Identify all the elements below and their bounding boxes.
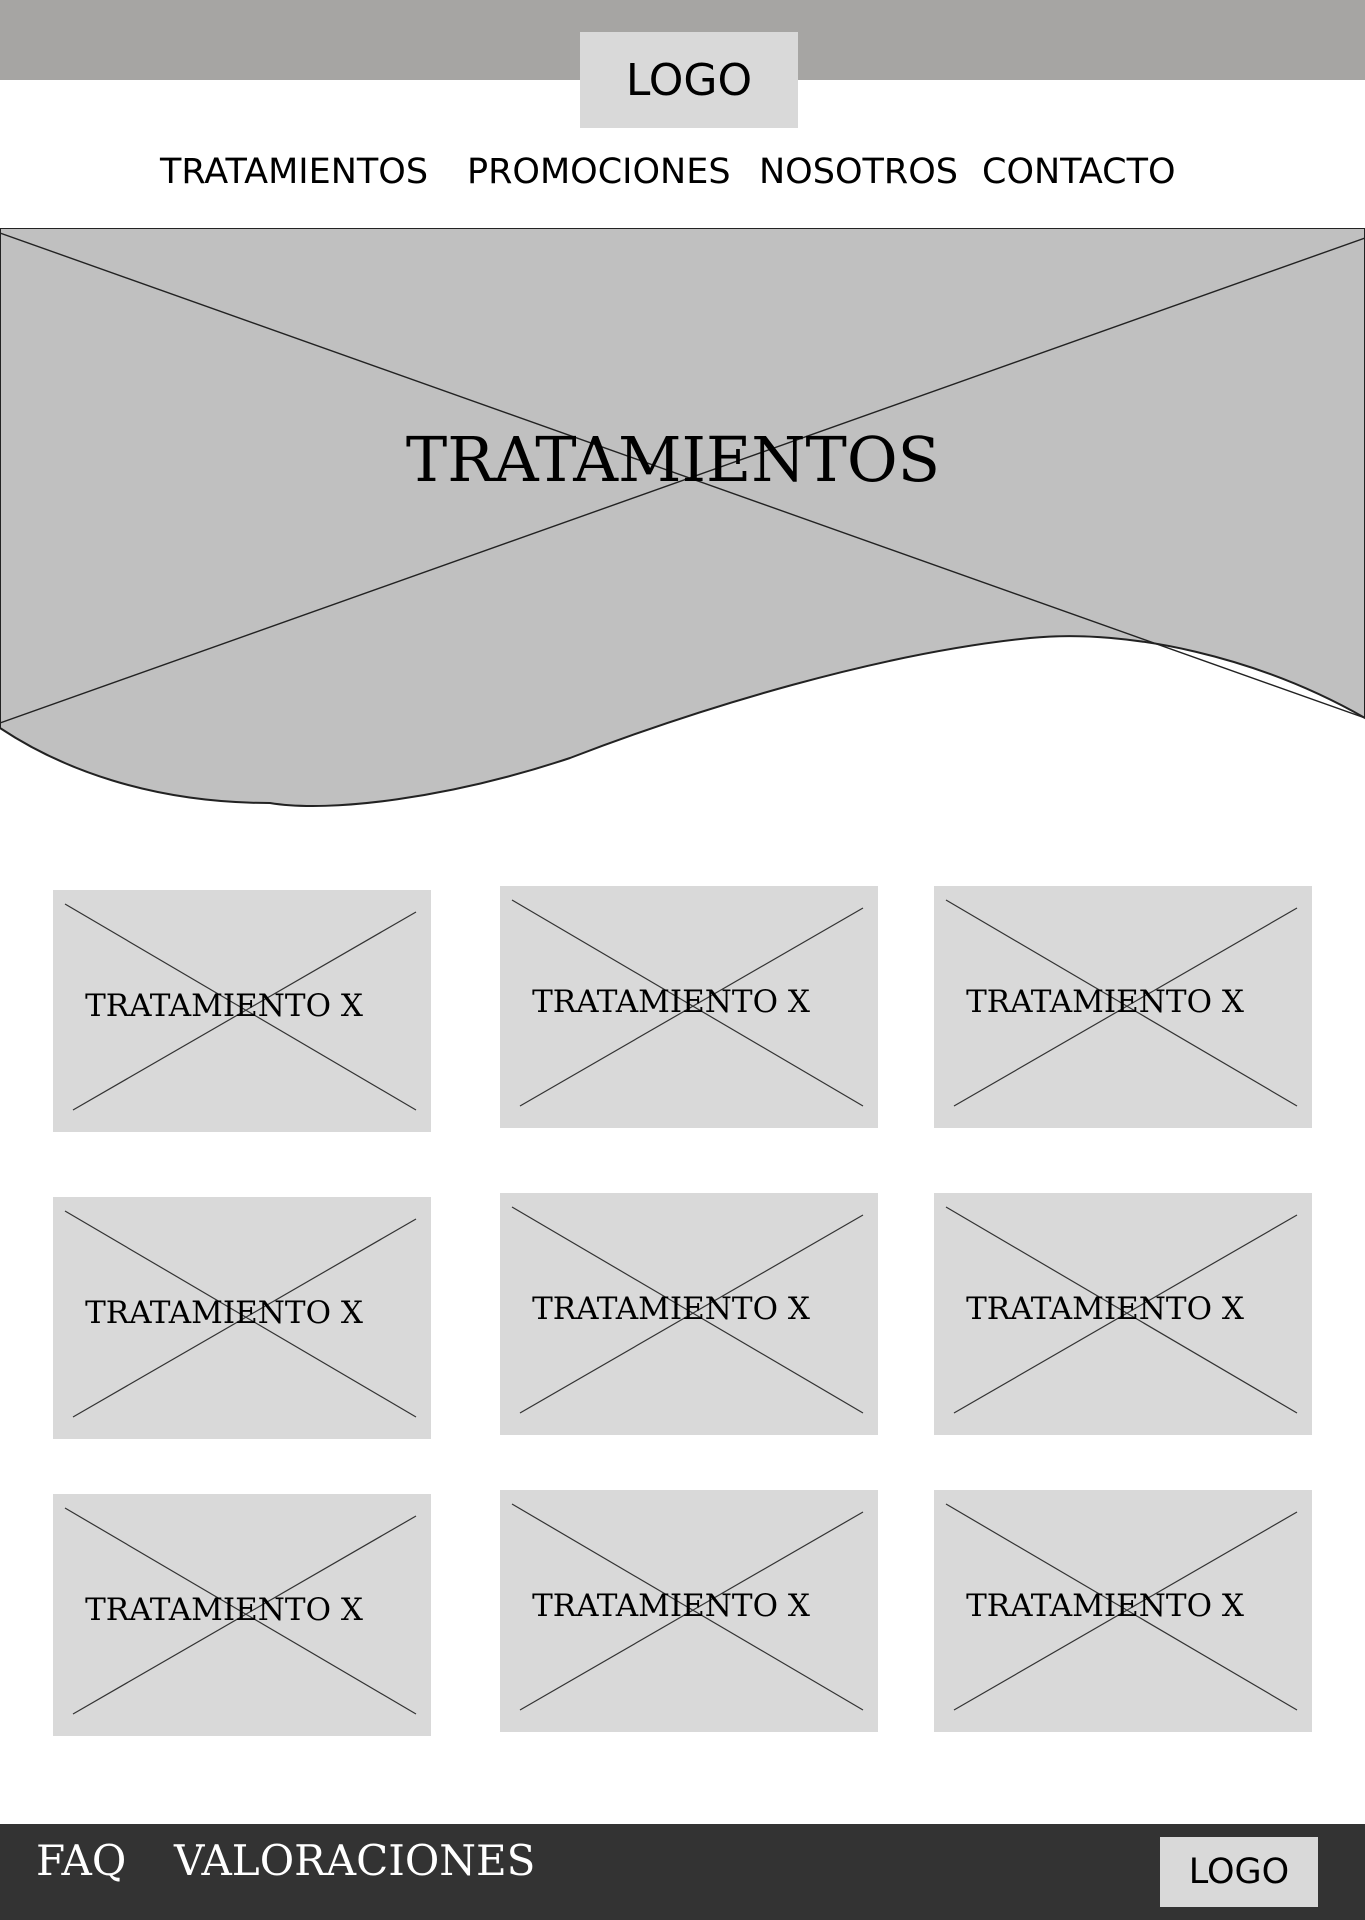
- treatment-card-label: TRATAMIENTO X: [85, 1592, 363, 1628]
- treatment-card-label: TRATAMIENTO X: [966, 984, 1244, 1020]
- footer-link-valoraciones[interactable]: VALORACIONES: [174, 1836, 536, 1885]
- treatment-card[interactable]: TRATAMIENTO X: [934, 1490, 1312, 1732]
- treatment-card[interactable]: TRATAMIENTO X: [500, 1193, 878, 1435]
- header-logo[interactable]: LOGO: [580, 32, 798, 128]
- nav-item-tratamientos[interactable]: TRATAMIENTOS: [160, 152, 429, 192]
- nav-item-nosotros[interactable]: NOSOTROS: [759, 152, 958, 192]
- footer: FAQ VALORACIONES LOGO: [0, 1824, 1365, 1920]
- hero-image-placeholder: [0, 228, 1365, 807]
- footer-logo[interactable]: LOGO: [1160, 1837, 1318, 1907]
- treatment-card-label: TRATAMIENTO X: [966, 1588, 1244, 1624]
- image-placeholder-icon: [945, 1206, 1298, 1414]
- image-placeholder-icon: [64, 1210, 417, 1418]
- footer-link-faq[interactable]: FAQ: [36, 1836, 127, 1885]
- treatment-card[interactable]: TRATAMIENTO X: [934, 1193, 1312, 1435]
- image-placeholder-icon: [511, 1503, 864, 1711]
- treatment-card-label: TRATAMIENTO X: [532, 984, 810, 1020]
- main-nav: TRATAMIENTOS PROMOCIONES NOSOTROS CONTAC…: [0, 140, 1365, 210]
- image-placeholder-icon: [64, 903, 417, 1111]
- image-placeholder-icon: [511, 1206, 864, 1414]
- treatment-card-label: TRATAMIENTO X: [532, 1291, 810, 1327]
- treatment-card-label: TRATAMIENTO X: [85, 988, 363, 1024]
- image-placeholder-icon: [511, 899, 864, 1107]
- image-placeholder-icon: [945, 899, 1298, 1107]
- treatment-card-label: TRATAMIENTO X: [966, 1291, 1244, 1327]
- treatment-card[interactable]: TRATAMIENTO X: [500, 886, 878, 1128]
- treatment-card[interactable]: TRATAMIENTO X: [53, 1494, 431, 1736]
- nav-item-promociones[interactable]: PROMOCIONES: [467, 152, 731, 192]
- treatment-card[interactable]: TRATAMIENTO X: [934, 886, 1312, 1128]
- nav-item-contacto[interactable]: CONTACTO: [982, 152, 1176, 192]
- hero-banner: TRATAMIENTOS: [0, 228, 1365, 808]
- treatment-card[interactable]: TRATAMIENTO X: [53, 890, 431, 1132]
- treatment-card[interactable]: TRATAMIENTO X: [500, 1490, 878, 1732]
- treatment-card[interactable]: TRATAMIENTO X: [53, 1197, 431, 1439]
- hero-title: TRATAMIENTOS: [405, 423, 941, 496]
- treatment-card-label: TRATAMIENTO X: [85, 1295, 363, 1331]
- treatment-card-label: TRATAMIENTO X: [532, 1588, 810, 1624]
- image-placeholder-icon: [64, 1507, 417, 1715]
- image-placeholder-icon: [945, 1503, 1298, 1711]
